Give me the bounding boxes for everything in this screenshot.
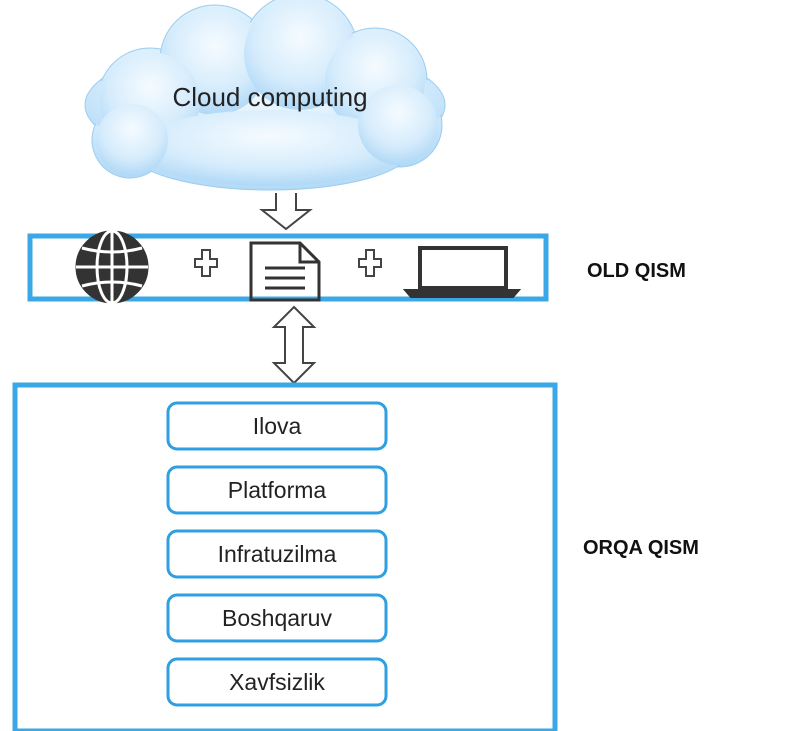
back-end-item-label: Boshqaruv (222, 605, 332, 631)
front-end-label: OLD QISM (587, 260, 686, 282)
back-end-item-box (166, 529, 388, 579)
plus-icon (358, 249, 382, 277)
document-icon (249, 241, 321, 302)
double-arrow-icon (271, 305, 317, 385)
cloud-shape (84, 0, 446, 191)
cloud-label: Cloud computing (172, 82, 367, 112)
globe-icon (75, 229, 149, 305)
back-end-item-label: Platforma (228, 477, 327, 503)
back-end-item-label: Xavfsizlik (229, 669, 325, 695)
back-end-item-label: Ilova (253, 413, 302, 439)
back-end-label: ORQA QISM (583, 537, 699, 559)
back-end-box (12, 382, 558, 731)
back-end-item-box (166, 593, 388, 643)
plus-icon (194, 249, 218, 277)
back-end-item-box (166, 657, 388, 707)
laptop-icon (402, 246, 522, 298)
back-end-item-box (166, 465, 388, 515)
back-end-item-label: Infratuzilma (218, 541, 337, 567)
back-end-item-box (166, 401, 388, 451)
down-arrow-icon (259, 193, 313, 231)
back-end-items: IlovaPlatformaInfratuzilmaBoshqaruvXavfs… (166, 401, 388, 707)
